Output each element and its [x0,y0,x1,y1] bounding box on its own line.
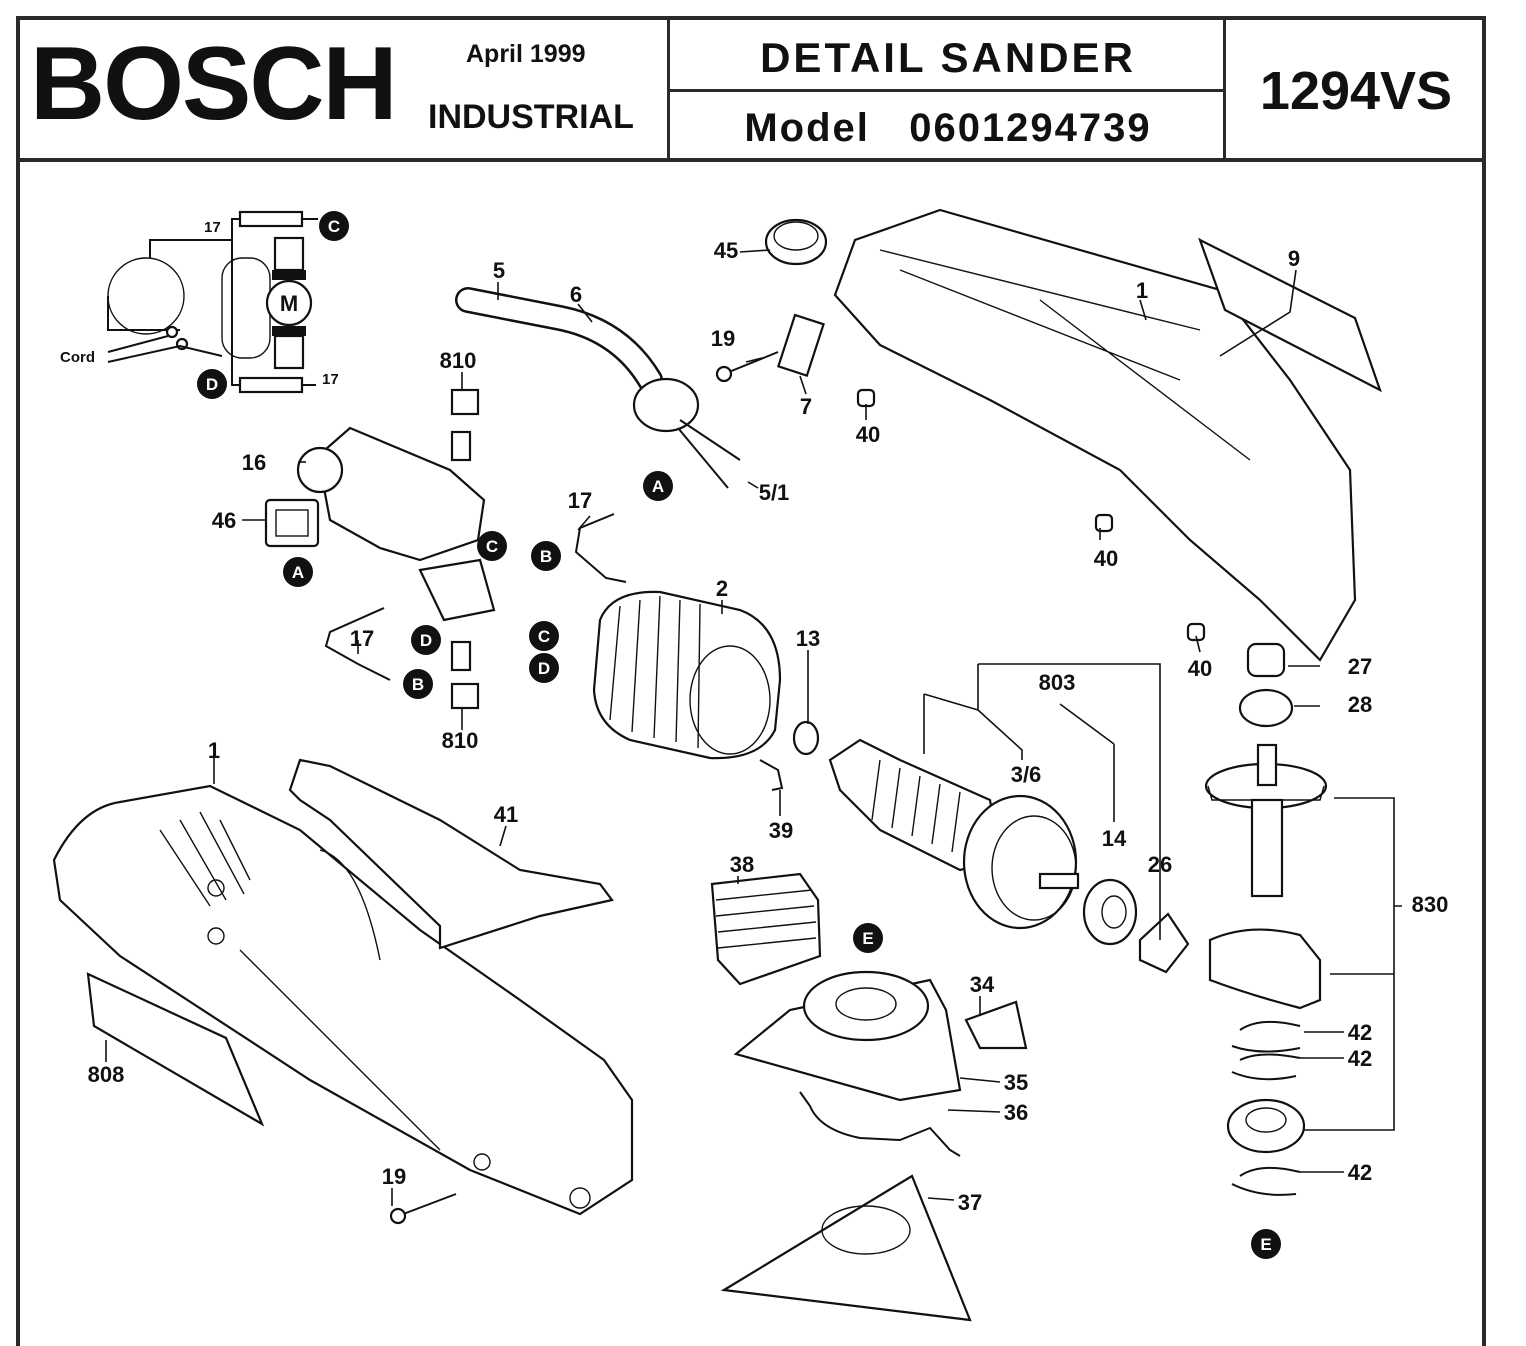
part-label: 42 [1348,1020,1372,1045]
connector-d-marker: D [538,659,550,678]
connector-c-marker: C [538,627,550,646]
part-label: 27 [1348,654,1372,679]
schematic-label-17: 17 [322,371,339,388]
connector-b-marker: B [540,547,552,566]
title-block: BOSCH April 1999 INDUSTRIAL DETAIL SANDE… [16,16,1486,162]
part-label: 9 [1288,246,1300,271]
connector-a-marker: A [292,563,304,582]
connector-e-marker: E [862,929,873,948]
model-number: 1294VS [1259,61,1453,121]
part-label: 14 [1102,826,1127,851]
part-label: 40 [1094,546,1118,571]
connector-d-marker: D [420,631,432,650]
part-label: 42 [1348,1160,1372,1185]
division-label: INDUSTRIAL [428,98,634,136]
connector-b-marker: B [412,675,424,694]
part-label: 2 [716,576,728,601]
motor-symbol [265,279,313,327]
part-label: 13 [796,626,820,651]
part-label: 35 [1004,1070,1028,1095]
part-label: 19 [382,1164,406,1189]
part-label: 45 [714,238,738,263]
divider [667,20,670,158]
part-label: 803 [1039,670,1076,695]
cord-label: Cord [60,349,95,366]
part-number-labels: 5 6 45 19 7 40 1 9 40 40 27 28 830 42 42… [88,238,1449,1215]
part-label: 16 [242,450,266,475]
part-label: 41 [494,802,518,827]
connector-e-marker: E [1260,1235,1271,1254]
part-label: 5/1 [759,480,790,505]
part-label: 810 [440,348,477,373]
part-label: 40 [1188,656,1212,681]
part-label: 5 [493,258,505,283]
model-line: Model 0601294739 [744,106,1152,150]
motor-label: M [280,291,298,316]
part-label: 26 [1148,852,1172,877]
part-label: 830 [1412,892,1449,917]
part-label: 6 [570,282,582,307]
part-label: 1 [208,738,220,763]
divider [1223,20,1226,158]
part-label: 37 [958,1190,982,1215]
part-label: 36 [1004,1100,1028,1125]
part-label: 808 [88,1062,125,1087]
schematic-label-17: 17 [204,219,221,236]
part-label: 38 [730,852,754,877]
connector-c-marker: C [486,537,498,556]
part-label: 42 [1348,1046,1372,1071]
connector-c-marker: C [328,217,340,236]
part-label: 810 [442,728,479,753]
resistor-17-top [238,210,304,228]
revision-date: April 1999 [466,40,586,68]
part-label: 19 [711,326,735,351]
wiring-schematic: M Cord 17 17 C D [60,210,349,399]
part-label: 40 [856,422,880,447]
divider [670,89,1226,92]
brand-logo: BOSCH [30,26,398,142]
diagram-frame [16,162,1486,1346]
part-label: 1 [1136,278,1148,303]
connector-d-marker: D [206,375,218,394]
part-label: 46 [212,508,236,533]
part-label: 28 [1348,692,1372,717]
connector-a-marker: A [652,477,664,496]
leader-lines [105,249,1402,1206]
part-label: 7 [800,394,812,419]
part-drawings [52,208,1382,1322]
part-label: 3/6 [1011,762,1042,787]
part-label: 17 [568,488,592,513]
resistor-17-bottom [238,376,304,394]
connector-markers: A A B B C C D D E E [283,471,1281,1259]
part-label: 34 [970,972,995,997]
part-label: 39 [769,818,793,843]
product-title: DETAIL SANDER [760,34,1136,81]
part-label: 17 [350,626,374,651]
